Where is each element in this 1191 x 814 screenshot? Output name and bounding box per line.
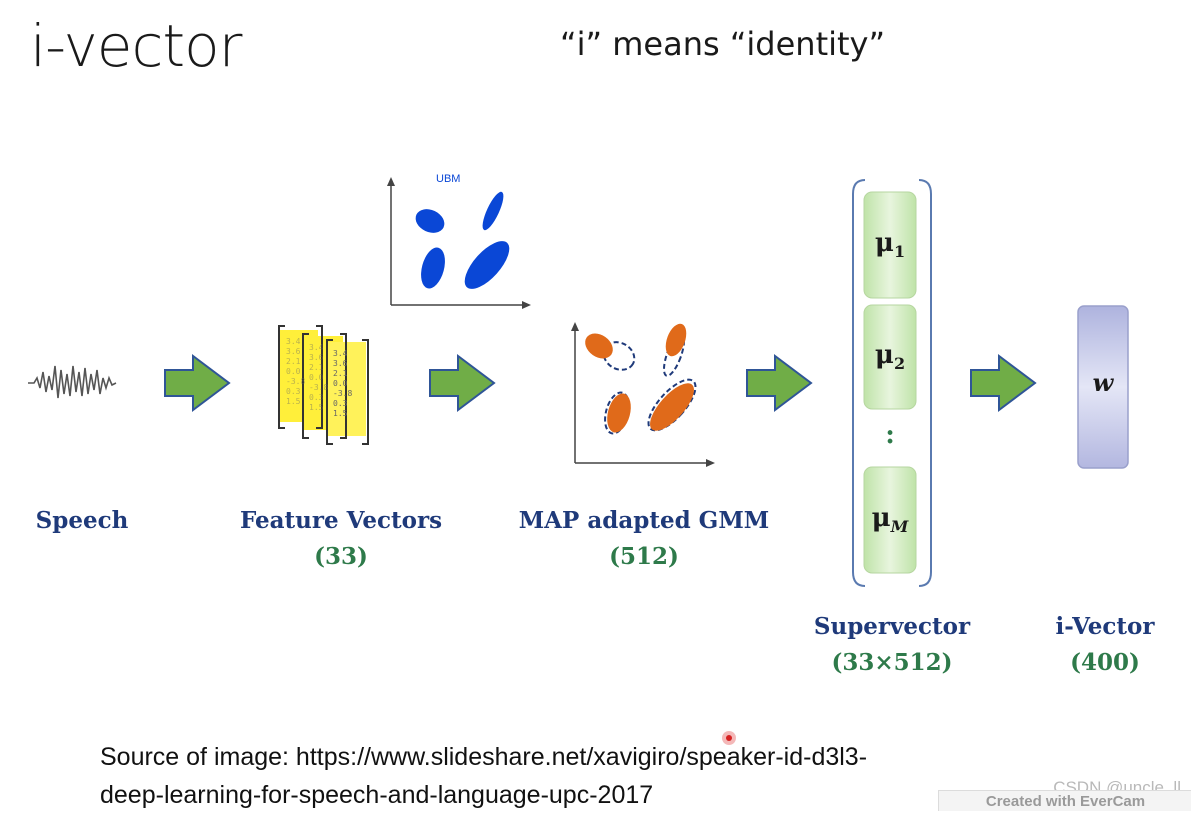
feature-value: 2.1 [333, 369, 348, 378]
supervector-mu-2: μ2 [874, 340, 906, 374]
slide-subtitle: “i” means “identity” [560, 25, 886, 63]
gmm-gaussian [665, 323, 687, 357]
supervector-ellipsis: : [885, 420, 895, 450]
ivector-icon [1077, 305, 1129, 469]
ubm-gaussian [464, 241, 510, 289]
map-gmm-plot [571, 322, 715, 467]
feature-value: 3.6 [309, 353, 324, 362]
feature-value: 0.0 [333, 379, 348, 388]
ubm-gaussian [415, 209, 445, 233]
feature-value: 3.4 [286, 337, 301, 346]
feature-value: 0.0 [286, 367, 301, 376]
cursor-indicator [722, 731, 736, 745]
arrow-features-to-gmm [429, 354, 496, 412]
feature-value: 3.6 [286, 347, 301, 356]
source-line-1: Source of image: https://www.slideshare.… [100, 743, 868, 771]
arrow-supervector-to-ivector [970, 354, 1037, 412]
label-speech: Speech [35, 507, 129, 534]
feature-value: 0.3 [309, 393, 324, 402]
feature-value: 1.5 [309, 403, 324, 412]
slide-title: i-vector [30, 12, 242, 80]
ubm-gaussian [482, 191, 504, 231]
label-ivector: i-Vector (400) [1055, 613, 1155, 676]
feature-value: 0.0 [309, 373, 324, 382]
feature-value: -3.8 [309, 383, 328, 392]
ivector-symbol: w [1092, 368, 1114, 397]
feature-value: 3.4 [333, 349, 348, 358]
evercam-badge: Created with EverCam [938, 790, 1191, 811]
label-feature-vectors: Feature Vectors (33) [239, 507, 443, 570]
feature-value: 2.1 [286, 357, 301, 366]
feature-value: -3.8 [286, 377, 305, 386]
feature-value: 3.4 [309, 343, 324, 352]
supervector-mu-1: μ1 [874, 228, 906, 262]
feature-value: 1.5 [286, 397, 301, 406]
feature-value: 3.6 [333, 359, 348, 368]
ubm-plot: UBM [387, 173, 531, 309]
feature-value: 2.1 [309, 363, 324, 372]
supervector-icon [852, 179, 932, 587]
speech-waveform-icon [28, 365, 117, 399]
arrow-gmm-to-supervector [746, 354, 813, 412]
label-supervector: Supervector (33×512) [813, 613, 971, 676]
feature-vectors-icon: 3.43.62.10.0-3.80.31.53.43.62.10.0-3.80.… [278, 325, 369, 445]
source-line-2: deep-learning-for-speech-and-language-up… [100, 781, 654, 809]
label-map-gmm: MAP adapted GMM (512) [518, 507, 770, 570]
source-citation: Source of image: https://www.slideshare.… [100, 738, 867, 814]
ubm-label: UBM [436, 173, 460, 185]
supervector-mu-m: μM [871, 503, 909, 537]
ubm-gaussian [421, 247, 445, 289]
feature-value: -3.8 [333, 389, 352, 398]
arrow-speech-to-features [164, 354, 231, 412]
feature-value: 1.5 [333, 409, 348, 418]
gmm-gaussian [607, 393, 631, 433]
gmm-gaussian [650, 383, 694, 431]
feature-value: 0.3 [333, 399, 348, 408]
gmm-gaussian [585, 333, 613, 359]
feature-value: 0.3 [286, 387, 301, 396]
